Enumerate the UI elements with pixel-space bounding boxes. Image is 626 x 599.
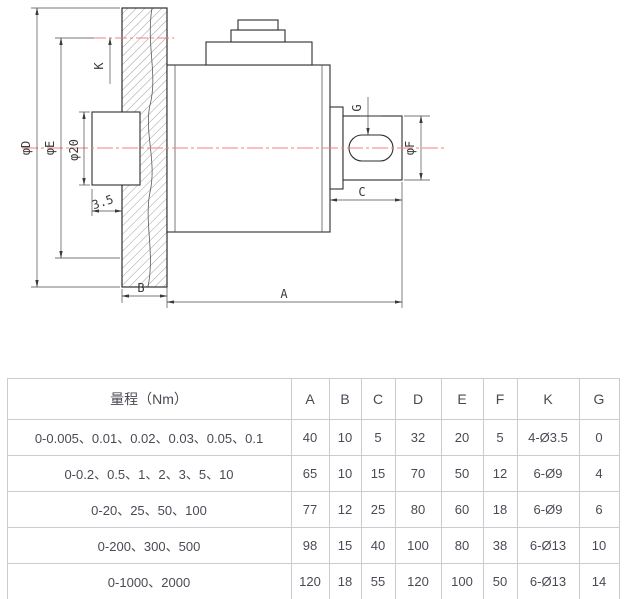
table-cell: 80 xyxy=(440,527,484,564)
table-row: 0-0.2、0.5、1、2、3、5、10 65 10 15 70 50 12 6… xyxy=(6,455,620,492)
table-cell: 25 xyxy=(360,491,396,528)
table-cell: 6-Ø13 xyxy=(516,527,580,564)
table-cell: 38 xyxy=(482,527,518,564)
dim-label-phi-20: φ20 xyxy=(67,139,81,161)
cell-range: 0-20、25、50、100 xyxy=(6,491,292,528)
table-cell: 6 xyxy=(578,491,620,528)
cell-range: 0-0.005、0.01、0.02、0.03、0.05、0.1 xyxy=(6,419,292,456)
table-row: 0-0.005、0.01、0.02、0.03、0.05、0.1 40 10 5 … xyxy=(6,419,620,456)
table-cell: 50 xyxy=(440,455,484,492)
cell-range: 0-0.2、0.5、1、2、3、5、10 xyxy=(6,455,292,492)
table-cell: 60 xyxy=(440,491,484,528)
table-cell: 14 xyxy=(578,563,620,599)
table-row: 0-200、300、500 98 15 40 100 80 38 6-Ø13 1… xyxy=(6,527,620,564)
table-cell: 12 xyxy=(482,455,518,492)
table-cell: 0 xyxy=(578,419,620,456)
dim-label-k: K xyxy=(92,62,106,70)
dim-label-phi-f: φF xyxy=(403,141,417,155)
body-rect xyxy=(166,64,331,233)
table-cell: 10 xyxy=(578,527,620,564)
header-range: 量程（Nm） xyxy=(6,378,292,420)
table-cell: 10 xyxy=(328,419,362,456)
mounting-flange-section xyxy=(91,7,168,288)
header-f: F xyxy=(482,378,518,420)
table-cell: 70 xyxy=(394,455,442,492)
table-cell: 18 xyxy=(482,491,518,528)
sensor-body xyxy=(166,19,331,233)
cell-range: 0-1000、2000 xyxy=(6,563,292,599)
table-cell: 40 xyxy=(290,419,330,456)
table-cell: 20 xyxy=(440,419,484,456)
table-cell: 65 xyxy=(290,455,330,492)
dim-label-a: A xyxy=(280,287,288,301)
table-cell: 50 xyxy=(482,563,518,599)
table-cell: 32 xyxy=(394,419,442,456)
table-cell: 120 xyxy=(290,563,330,599)
center-boss-rect xyxy=(91,111,141,186)
dimensions-table: 量程（Nm） A B C D E F K G 0-0.005、0.01、0.02… xyxy=(6,378,620,599)
table-cell: 12 xyxy=(328,491,362,528)
connector-mid xyxy=(230,29,286,43)
cell-range: 0-200、300、500 xyxy=(6,527,292,564)
table-row: 0-20、25、50、100 77 12 25 80 60 18 6-Ø9 6 xyxy=(6,491,620,528)
header-c: C xyxy=(360,378,396,420)
dim-label-3-5: 3.5 xyxy=(90,192,115,212)
table-cell: 100 xyxy=(394,527,442,564)
table-cell: 6-Ø9 xyxy=(516,491,580,528)
dimension-drawing: φD φE φ20 3.5 K xyxy=(19,7,446,308)
dim-label-g: G xyxy=(350,104,364,111)
table-cell: 4-Ø3.5 xyxy=(516,419,580,456)
table-cell: 120 xyxy=(394,563,442,599)
dim-label-phi-e: φE xyxy=(43,141,57,155)
table-cell: 98 xyxy=(290,527,330,564)
table-cell: 4 xyxy=(578,455,620,492)
break-wavy-line xyxy=(147,7,154,288)
table-cell: 55 xyxy=(360,563,396,599)
table-cell: 18 xyxy=(328,563,362,599)
dim-label-c: C xyxy=(358,185,365,199)
table-cell: 6-Ø9 xyxy=(516,455,580,492)
table-row: 0-1000、2000 120 18 55 120 100 50 6-Ø13 1… xyxy=(6,563,620,599)
table-cell: 80 xyxy=(394,491,442,528)
connector-base xyxy=(205,41,313,66)
drawing-area: φD φE φ20 3.5 K xyxy=(19,7,446,308)
header-g: G xyxy=(578,378,620,420)
table-cell: 40 xyxy=(360,527,396,564)
header-e: E xyxy=(440,378,484,420)
dim-label-b: B xyxy=(137,281,144,295)
dimensions: φD φE φ20 3.5 K xyxy=(19,7,430,308)
header-k: K xyxy=(516,378,580,420)
table-header-row: 量程（Nm） A B C D E F K G xyxy=(6,378,620,420)
table-cell: 10 xyxy=(328,455,362,492)
dim-label-phi-d: φD xyxy=(19,141,33,155)
header-a: A xyxy=(290,378,330,420)
table-cell: 5 xyxy=(482,419,518,456)
header-d: D xyxy=(394,378,442,420)
table-cell: 5 xyxy=(360,419,396,456)
table-cell: 15 xyxy=(360,455,396,492)
centerlines xyxy=(22,37,446,149)
table-cell: 77 xyxy=(290,491,330,528)
connector-cap xyxy=(237,19,279,31)
table-cell: 15 xyxy=(328,527,362,564)
table-cell: 100 xyxy=(440,563,484,599)
table-cell: 6-Ø13 xyxy=(516,563,580,599)
header-b: B xyxy=(328,378,362,420)
